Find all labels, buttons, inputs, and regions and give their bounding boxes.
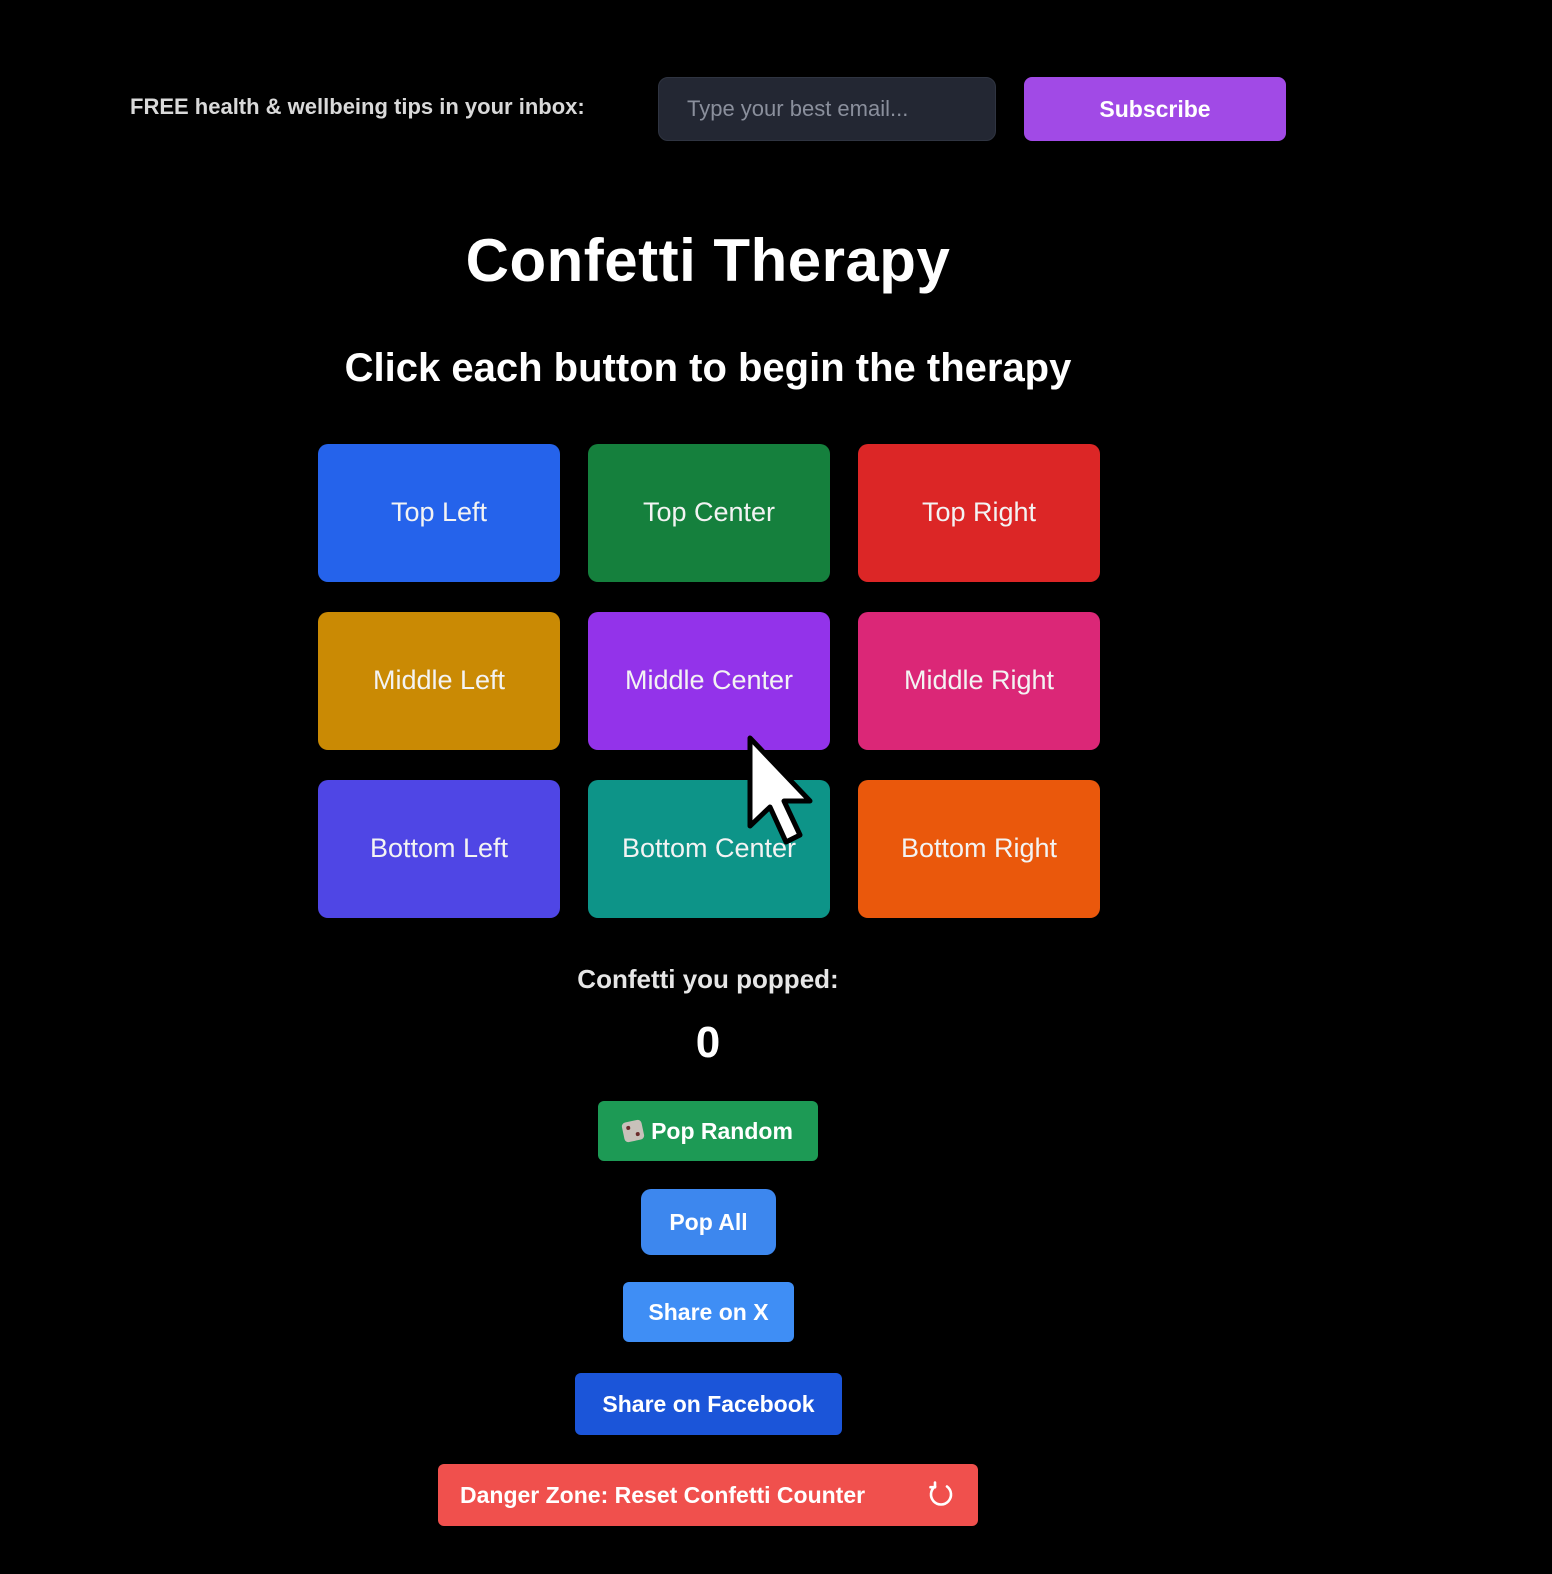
counter-value: 0	[695, 1018, 721, 1067]
middle-center-button[interactable]: Middle Center	[588, 612, 830, 750]
middle-right-button[interactable]: Middle Right	[858, 612, 1100, 750]
page-subtitle: Click each button to begin the therapy	[344, 346, 1072, 390]
email-input[interactable]	[658, 77, 996, 141]
reset-counter-button[interactable]: Danger Zone: Reset Confetti Counter	[438, 1464, 978, 1526]
bottom-right-button[interactable]: Bottom Right	[858, 780, 1100, 918]
top-center-button[interactable]: Top Center	[588, 444, 830, 582]
dice-icon	[621, 1119, 645, 1143]
newsletter-label: FREE health & wellbeing tips in your inb…	[130, 94, 585, 119]
confetti-button-grid: Top Left Top Center Top Right Middle Lef…	[318, 444, 1100, 918]
bottom-center-button[interactable]: Bottom Center	[588, 780, 830, 918]
top-right-button[interactable]: Top Right	[858, 444, 1100, 582]
middle-left-button[interactable]: Middle Left	[318, 612, 560, 750]
reset-icon	[929, 1481, 953, 1506]
bottom-left-button[interactable]: Bottom Left	[318, 780, 560, 918]
pop-random-label: Pop Random	[651, 1117, 793, 1144]
top-left-button[interactable]: Top Left	[318, 444, 560, 582]
pop-all-button[interactable]: Pop All	[641, 1189, 776, 1255]
pop-random-button[interactable]: Pop Random	[598, 1101, 818, 1161]
subscribe-button[interactable]: Subscribe	[1024, 77, 1286, 141]
share-on-facebook-button[interactable]: Share on Facebook	[575, 1373, 842, 1435]
reset-counter-label: Danger Zone: Reset Confetti Counter	[460, 1481, 866, 1508]
page-title: Confetti Therapy	[465, 227, 951, 294]
share-on-x-button[interactable]: Share on X	[623, 1282, 794, 1342]
counter-label: Confetti you popped:	[577, 964, 839, 994]
